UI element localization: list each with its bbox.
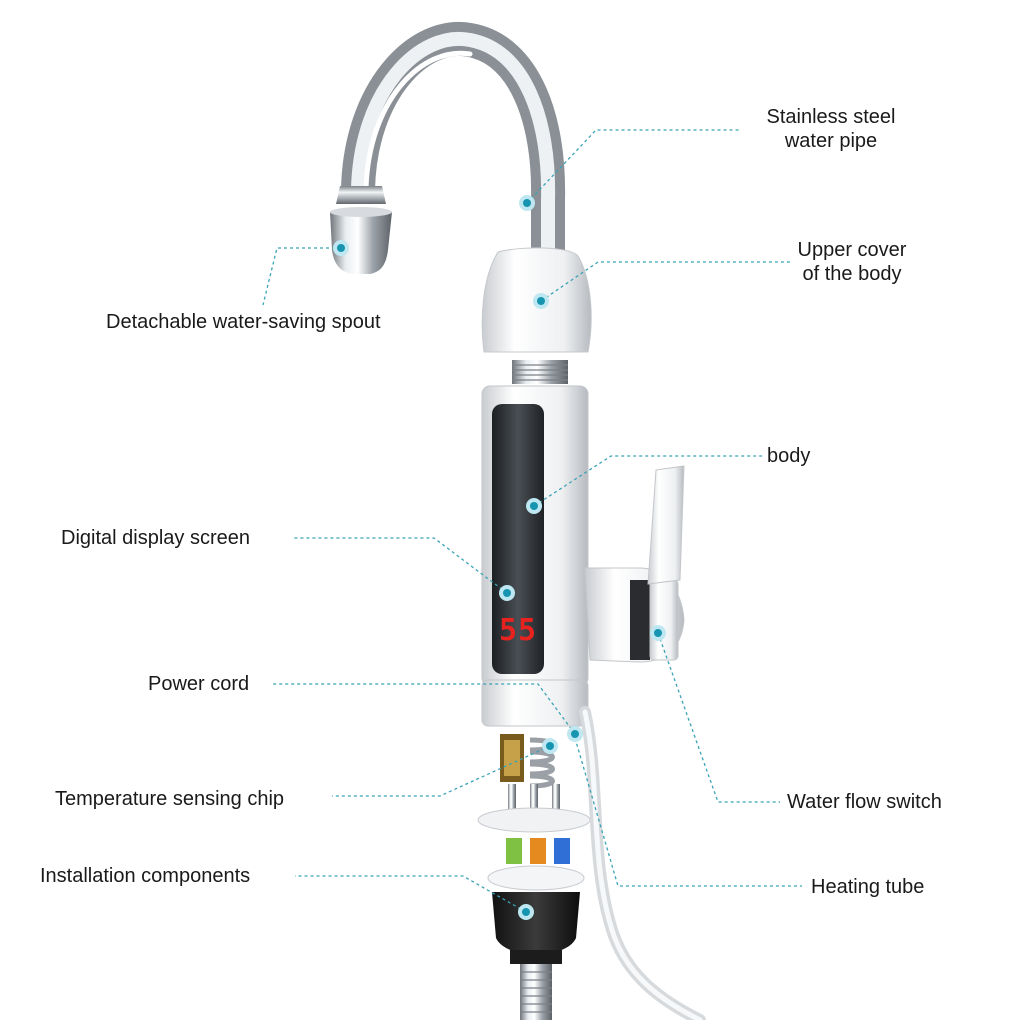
label-water-flow-switch: Water flow switch <box>787 791 942 813</box>
marker-body <box>526 498 542 514</box>
marker-spout <box>333 240 349 256</box>
marker-display <box>499 585 515 601</box>
label-installation-components: Installation components <box>40 865 251 887</box>
power-cord <box>579 706 706 1020</box>
installation-nut <box>492 892 580 955</box>
detachable-spout <box>330 212 392 274</box>
display-readout: 55 <box>499 613 537 648</box>
marker-upper-cover <box>533 293 549 309</box>
marker-pipe <box>519 195 535 211</box>
marker-flow-switch <box>650 625 666 641</box>
marker-install <box>518 904 534 920</box>
label-heating-tube: Heating tube <box>811 876 925 898</box>
label-detachable-spout: Detachable water-saving spout <box>106 311 381 333</box>
threaded-rod <box>520 964 552 1020</box>
label-body: body <box>767 445 811 467</box>
leader-lines <box>262 129 802 913</box>
marker-temp-chip <box>542 738 558 754</box>
digital-display-panel <box>492 404 544 674</box>
marker-power <box>567 726 583 742</box>
label-stainless-steel-pipe: Stainless steel water pipe <box>766 106 896 152</box>
callout-markers <box>333 195 666 920</box>
gasket <box>477 807 591 833</box>
label-digital-display: Digital display screen <box>61 527 250 549</box>
label-power-cord: Power cord <box>148 673 250 695</box>
label-temperature-chip: Temperature sensing chip <box>55 788 285 810</box>
label-upper-cover: Upper cover of the body <box>797 239 907 285</box>
